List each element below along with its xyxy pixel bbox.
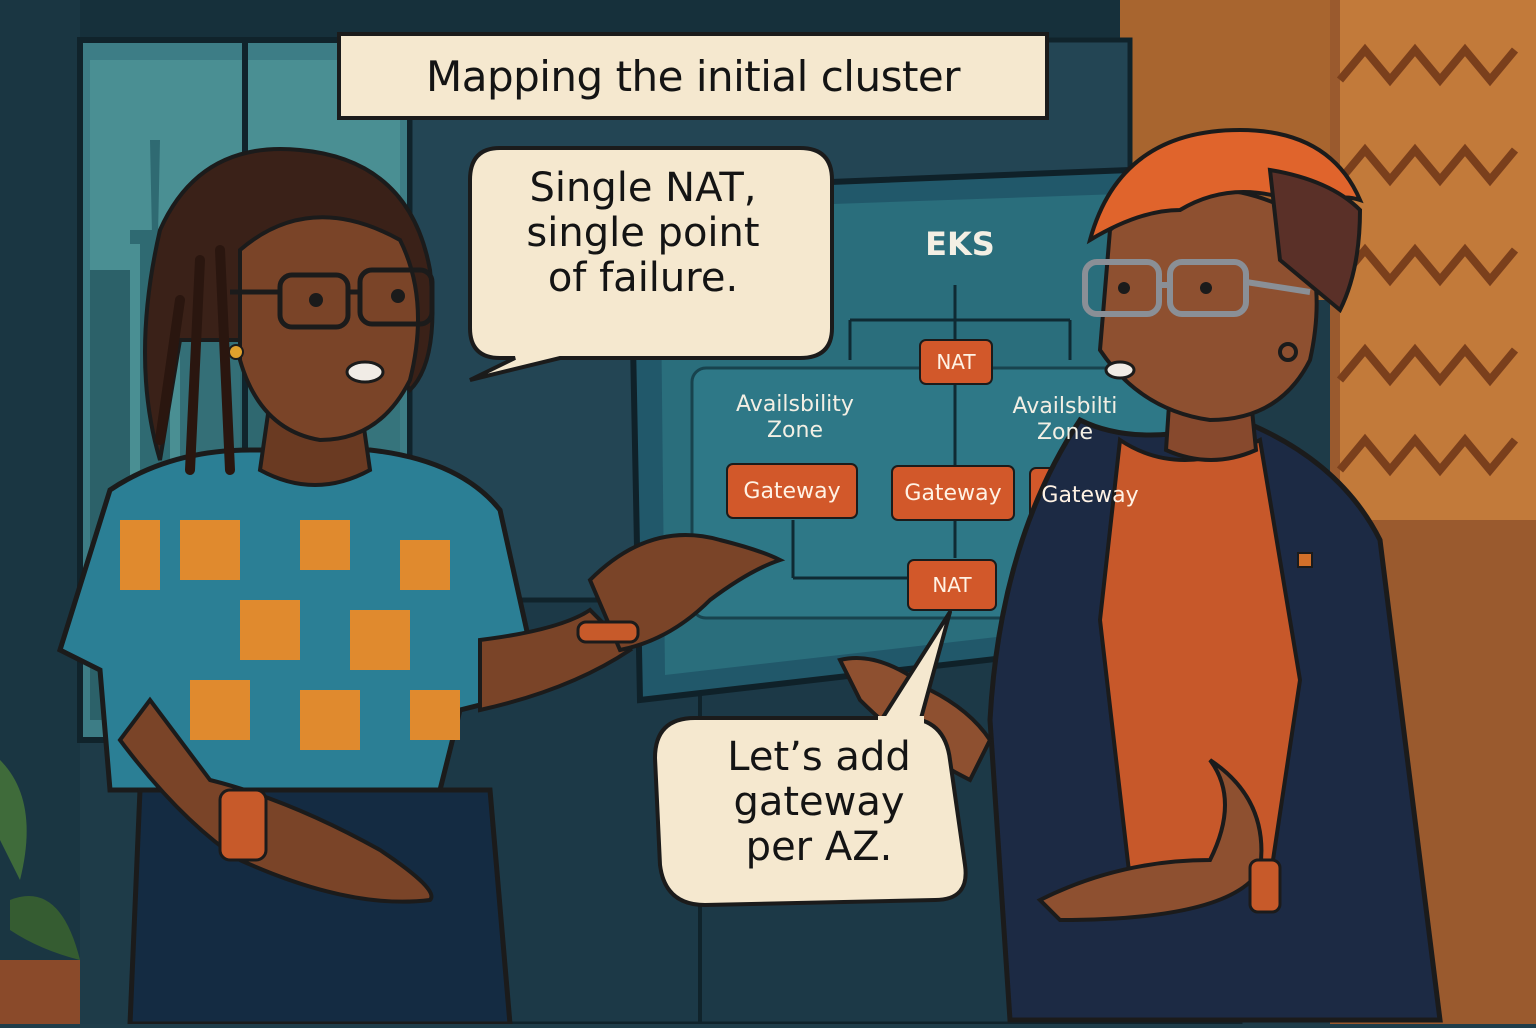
az-left-line-1: Availsbility [736, 392, 854, 417]
speech-bubble-right [652, 610, 968, 908]
caption-text: Mapping the initial cluster [425, 51, 961, 101]
speech-text-left: Single NAT, single point of failure. [478, 166, 808, 300]
az-left-label: Availsbility Zone [715, 392, 875, 445]
speech-left-line-3: of failure. [547, 254, 739, 301]
plant [0, 760, 80, 1024]
speech-right-line-1: Let’s add [727, 734, 911, 780]
speech-right-line-3: per AZ. [745, 823, 893, 870]
speech-text-right: Let’s add gateway per AZ. [664, 735, 974, 869]
caption-box: Mapping the initial cluster [337, 32, 1049, 120]
gateway-box-2: Gateway [904, 480, 1002, 506]
left-character [56, 147, 786, 1027]
nat-bottom-box: NAT [932, 573, 972, 597]
speech-right-line-2: gateway [733, 778, 905, 825]
az-left-line-2: Zone [766, 418, 823, 444]
right-character [837, 127, 1443, 1023]
speech-left-line-2: single point [526, 209, 760, 256]
az-right-label: Availsbilti Zone [990, 394, 1140, 447]
speech-bubble-left [468, 146, 834, 382]
diagram-title: EKS [925, 225, 995, 263]
nat-top-box: NAT [936, 350, 976, 374]
gateway-box-1: Gateway [743, 478, 841, 504]
gateway-box-3: Gateway [1041, 482, 1139, 508]
speech-left-line-1: Single NAT, [529, 165, 757, 211]
az-right-line-1: Availsbilti [1012, 394, 1118, 419]
az-right-line-2: Zone [1036, 420, 1093, 446]
